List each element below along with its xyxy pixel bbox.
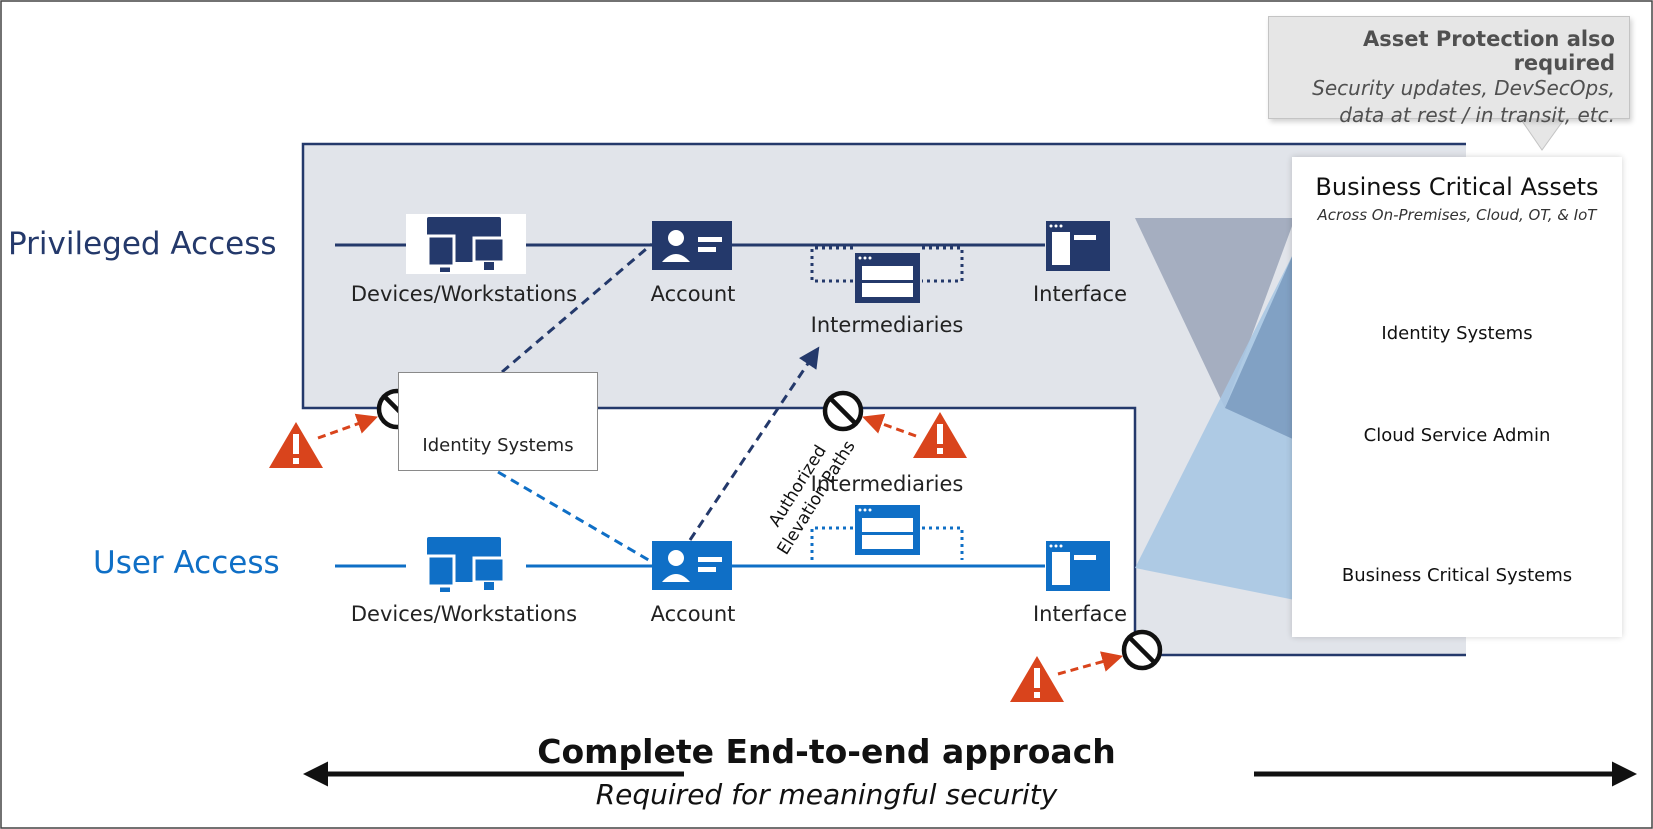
asset-business-critical-systems-label: Business Critical Systems [1341, 565, 1573, 586]
user-intermediaries-icon [810, 505, 964, 560]
blocked-icon-interface [1121, 629, 1163, 671]
privileged-devices-label: Devices/Workstations [350, 282, 578, 306]
warning-icon-left [269, 422, 323, 468]
identity-systems-asset-image [1310, 231, 1460, 311]
asset-identity-systems-label: Identity Systems [1381, 323, 1533, 344]
threat-arrow-middle [862, 413, 917, 438]
privileged-account-card-icon [652, 221, 732, 270]
user-funnel [1135, 250, 1295, 600]
callout-title: Asset Protection also required [1363, 27, 1615, 75]
identity-to-privileged-account-link [501, 242, 653, 374]
elevation-path-arrow [688, 346, 820, 541]
privileged-interface-label: Interface [1032, 282, 1128, 306]
threat-arrow-left [317, 413, 378, 440]
cloud-service-admin-asset-image [1316, 347, 1466, 407]
privileged-funnel [1135, 218, 1295, 408]
asset-protection-callout: Asset Protection also required Security … [1268, 16, 1630, 127]
end-to-end-title: Complete End-to-end approach [0, 732, 1653, 771]
privileged-window-icon [1046, 221, 1110, 271]
user-window-icon [1046, 541, 1110, 591]
blocked-icon-intermediaries [822, 390, 864, 432]
assets-title: Business Critical Assets [1315, 173, 1599, 201]
privileged-intermediaries-label: Intermediaries [810, 313, 964, 337]
callout-line2: data at rest / in transit, etc. [1339, 103, 1615, 127]
privileged-intermediaries-icon [810, 246, 964, 303]
asset-cloud-service-admin-label: Cloud Service Admin [1363, 425, 1551, 446]
privileged-monitor-icon [406, 214, 526, 274]
warning-icon-bottom [1010, 656, 1064, 702]
privileged-account-label: Account [650, 282, 736, 306]
privileged-access-title: Privileged Access [8, 226, 277, 262]
end-to-end-title-text: Complete End-to-end approach [537, 732, 1116, 771]
end-to-end-subtitle-text: Required for meaningful security [595, 778, 1058, 811]
callout-line1: Security updates, DevSecOps, [1312, 76, 1615, 100]
user-account-label: Account [650, 602, 736, 626]
user-account-card-icon [652, 541, 732, 590]
warning-icon-middle [913, 412, 967, 458]
identity-systems-label: Identity Systems [422, 435, 574, 456]
business-critical-systems-asset-image [1326, 463, 1476, 543]
business-critical-assets-panel: Business Critical Assets Across On-Premi… [1292, 157, 1622, 637]
user-interface-label: Interface [1032, 602, 1128, 626]
user-monitor-icon [406, 533, 526, 595]
threat-arrow-bottom [1057, 651, 1124, 676]
end-to-end-subtitle: Required for meaningful security [0, 778, 1653, 811]
user-access-title: User Access [93, 545, 280, 581]
user-intermediaries-label: Intermediaries [810, 472, 964, 496]
user-devices-label: Devices/Workstations [350, 602, 578, 626]
identity-systems-box: Identity Systems [398, 372, 598, 471]
assets-subtitle: Across On-Premises, Cloud, OT, & IoT [1317, 206, 1597, 224]
overlap-funnel [1225, 250, 1295, 440]
